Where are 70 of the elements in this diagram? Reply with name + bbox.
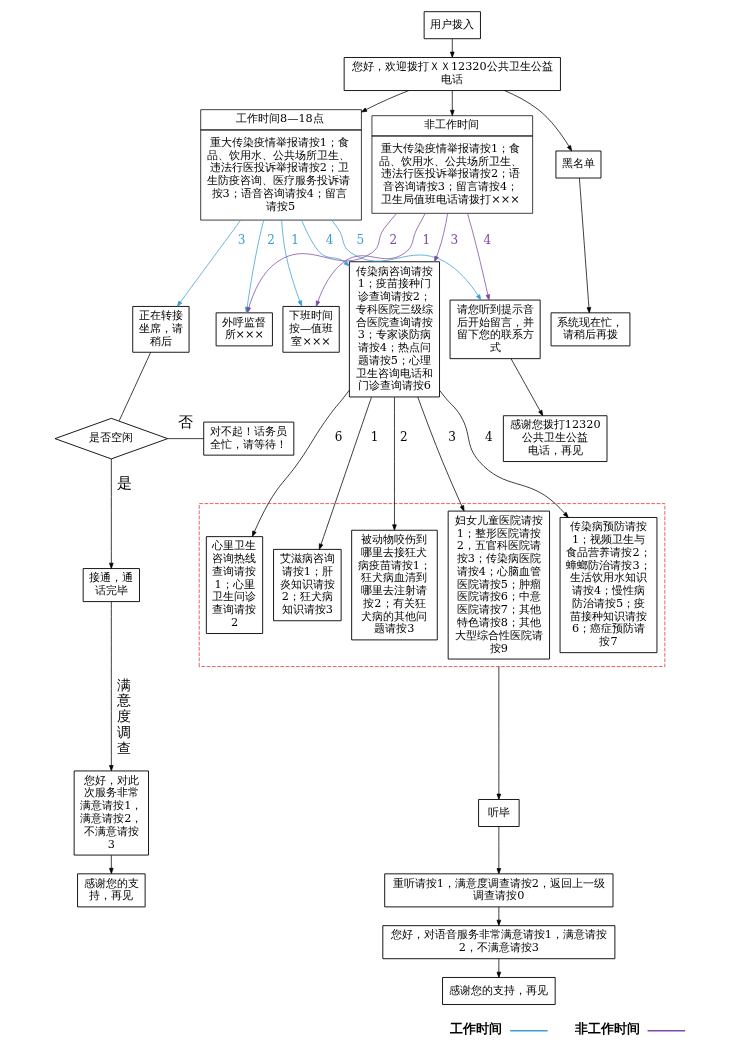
arrow — [466, 213, 490, 301]
arrow — [503, 90, 572, 152]
node-box: 您好，对此次服务非常满意请按1，满意请按2，不满意请按3 — [73, 770, 149, 856]
node-box: 感谢您拨打12320公共卫生公益电话，再见 — [502, 415, 607, 462]
edge-label: 1 — [370, 430, 378, 445]
node-box: 对不起！话务员全忙，请等待！ — [202, 421, 294, 456]
arrow — [360, 90, 409, 113]
arrow — [300, 219, 350, 267]
edge-label: 1 — [422, 232, 430, 247]
node-box: 艾滋病咨询请按1；肝炎知识请按2；狂犬病知识请按3 — [272, 548, 342, 622]
arrow — [496, 826, 501, 875]
node-box: 下班时间按—值班室××× — [282, 306, 340, 353]
arrow — [108, 854, 114, 874]
arrow — [449, 38, 454, 58]
node-box: 感谢您的支持，再见 — [76, 873, 146, 908]
edge-label: 是 — [116, 473, 132, 492]
edge-label: 6 — [334, 430, 342, 445]
arrow — [318, 396, 372, 550]
edge-label: 1 — [290, 232, 299, 247]
node-box: 您好，对语音服务非常满意请按1，满意请按2，不满意请按3 — [381, 925, 615, 960]
connector — [166, 438, 204, 439]
arrow — [449, 90, 454, 116]
arrow — [251, 389, 350, 537]
node-box: 传染病咨询请按1；疫苗接种门诊查询请按2；专科医院三级综合医院查询请按3；专家谈防病请按4；热点问题请按5；心理卫生咨询电话和门诊查询请按6 — [348, 261, 440, 398]
node-box: 正在转接坐席，请稍后 — [131, 306, 189, 353]
arrow — [433, 213, 448, 262]
node-box: 传染病预防请按1；视频卫生与食品营养请按2；蟑螂防治请按3；生活饮用水知识请按4；慢性病防治请按5；疫苗接种知识请按6；癌症预防请按7 — [559, 517, 657, 654]
legend-label: 非工作时间 — [574, 1021, 640, 1037]
arrow — [496, 906, 501, 926]
arrow — [315, 213, 425, 307]
arrow — [280, 219, 302, 307]
node-box: 请您听到提示音后开始留言，并留下您的联系方式 — [449, 299, 541, 360]
arrow — [108, 601, 114, 772]
node-box: 用户拨入 — [423, 11, 481, 40]
node-box: 重听请按1，满意度调查请按2，返回上一级调查请按0 — [383, 873, 613, 908]
edge-label: 满意度调查 — [116, 676, 131, 756]
arrow — [108, 458, 114, 569]
edge-label: 3 — [237, 232, 246, 247]
node-box: 您好，欢迎拨打ＸＸ12320公共卫生公益电话 — [343, 57, 561, 91]
node-box: 系统现在忙，请稍后再拨 — [550, 312, 630, 347]
edge-label: 4 — [482, 232, 491, 247]
edge-label: 2 — [389, 232, 397, 247]
node-box: 黑名单 — [554, 150, 601, 179]
node-box: 感谢您的支持，再见 — [441, 977, 556, 1005]
edge-label: 2 — [266, 232, 275, 247]
edge-label: 4 — [484, 430, 493, 445]
node-box: 妇女儿童医院请按1；整形医院请按2，五官科医院请按3；传染病医院请按4；心脑血管医院请按5；肿瘤医院请按6；中意医院请按7；其他特色请按8；其他大型综合性医院请按9 — [447, 510, 550, 660]
arrow — [438, 389, 569, 518]
node-box: 外呼监督所××× — [215, 312, 273, 347]
node-diamond: 是否空闲 — [54, 417, 168, 460]
arrow — [496, 958, 501, 978]
node-box: 听毕 — [477, 799, 520, 827]
edge-label: 5 — [356, 232, 364, 247]
arrow — [391, 396, 397, 531]
node-box: 心里卫生咨询热线查询请按1；心里卫生问诊查询请按2 — [205, 536, 263, 634]
edge-label: 4 — [325, 232, 333, 247]
edge-label: 2 — [399, 430, 408, 445]
arrow — [510, 358, 543, 416]
arrow — [578, 177, 591, 314]
arrow — [496, 666, 501, 800]
edge-label: 否 — [177, 412, 193, 431]
edge-label: 3 — [447, 430, 456, 445]
legend-label: 工作时间 — [449, 1021, 502, 1037]
arrow — [330, 219, 481, 301]
node-box: 被动物咬伤到哪里去接狂犬病疫苗请按1；狂犬病血清到哪里去注射请按2；有关狂犬病的其他问题请按3 — [350, 529, 438, 641]
node-box: 接通，通话完毕 — [82, 568, 140, 603]
arrow — [176, 219, 241, 307]
edge-label: 3 — [449, 232, 458, 247]
connector — [118, 352, 151, 422]
arrow — [416, 396, 464, 512]
